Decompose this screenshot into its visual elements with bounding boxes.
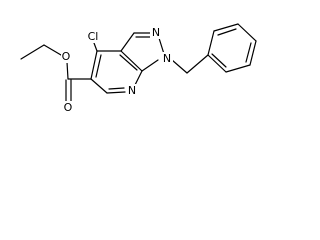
atom-label-n1: N <box>163 52 171 65</box>
bond-c5-c6 <box>90 78 108 94</box>
bond-oether-ch2 <box>43 44 62 56</box>
atom-label-n-pyridine: N <box>128 84 136 97</box>
bond-n2-n1 <box>158 37 165 55</box>
bond-c4-c5-double <box>95 54 102 78</box>
bond-ch2-phenyl <box>186 54 209 74</box>
atom-label-cl: Cl <box>88 30 99 43</box>
atom-label-o-carbonyl: O <box>64 101 73 114</box>
bond-ph6-ph1-double <box>211 53 227 68</box>
structure-diagram: Cl O O N N N <box>0 0 281 120</box>
bond-ph4-ph5-double <box>245 42 252 63</box>
bond-c4-c5 <box>90 50 98 80</box>
bond-c6-n7 <box>106 91 126 94</box>
bond-c3a-c3 <box>120 32 135 52</box>
bond-ph5-ph6 <box>225 64 251 73</box>
atom-label-o-ether: O <box>62 50 71 63</box>
bond-c7a-c3a <box>120 50 143 72</box>
atom-labels: Cl O O N N N <box>61 26 173 114</box>
bond-ph4-ph5 <box>249 40 257 66</box>
bond-c6-n7-double <box>108 87 125 90</box>
bond-ph2-ph3 <box>213 23 239 32</box>
bond-n1-c7a <box>141 59 159 72</box>
bond-c4-cl <box>93 42 98 52</box>
bond-ph3-ph4 <box>237 23 257 42</box>
bond-ccarbonyl-oether <box>66 61 69 80</box>
bond-c7a-c3a-inner <box>119 54 138 71</box>
bond-n1-ch2 <box>171 59 188 74</box>
bonds <box>20 23 257 103</box>
bond-ph1-ph2 <box>207 30 215 56</box>
atom-label-n2: N <box>152 26 160 39</box>
bond-ph6-ph1 <box>207 54 227 73</box>
molecule-drawing: Cl O O N N N <box>20 23 257 114</box>
bond-ch2-ch3 <box>20 44 45 60</box>
bond-ph2-ph3-double <box>217 28 237 36</box>
